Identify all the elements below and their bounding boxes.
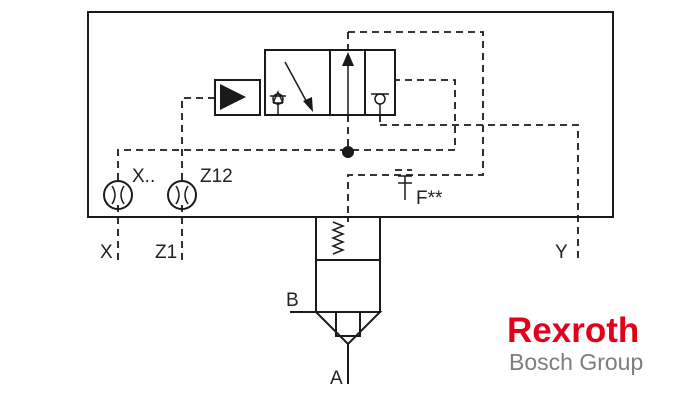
brand-name: Rexroth [507,311,639,350]
valve-envelope-left [264,49,331,116]
spring-icon [330,221,346,255]
label-a: A [330,368,343,389]
label-x-internal: X.. [132,166,155,187]
label-y: Y [555,242,568,263]
orifice-icon [398,175,412,200]
label-orifice: F** [416,188,443,209]
valve-sleeve [315,259,381,313]
pilot-lines [117,31,579,262]
brand-group: Bosch Group [509,349,643,375]
label-b: B [286,290,299,311]
rexroth-logo: Rexroth Bosch Group [507,311,643,375]
check-valve-icon [270,90,286,115]
solenoid-icon [214,79,261,116]
solenoid-actuator [220,84,246,110]
label-z1: Z1 [155,242,177,263]
nozzle-port-x [103,180,133,210]
spring-chamber [315,216,381,261]
line-junction [342,146,354,158]
directional-valve [214,49,396,116]
label-z12: Z12 [200,166,233,187]
poppet-inner [335,311,361,337]
label-x: X [100,242,113,263]
poppet-icon [313,311,383,346]
cartridge-valve [290,216,383,384]
check-valve-icon [371,93,389,115]
nozzle-port-z12 [167,180,197,210]
